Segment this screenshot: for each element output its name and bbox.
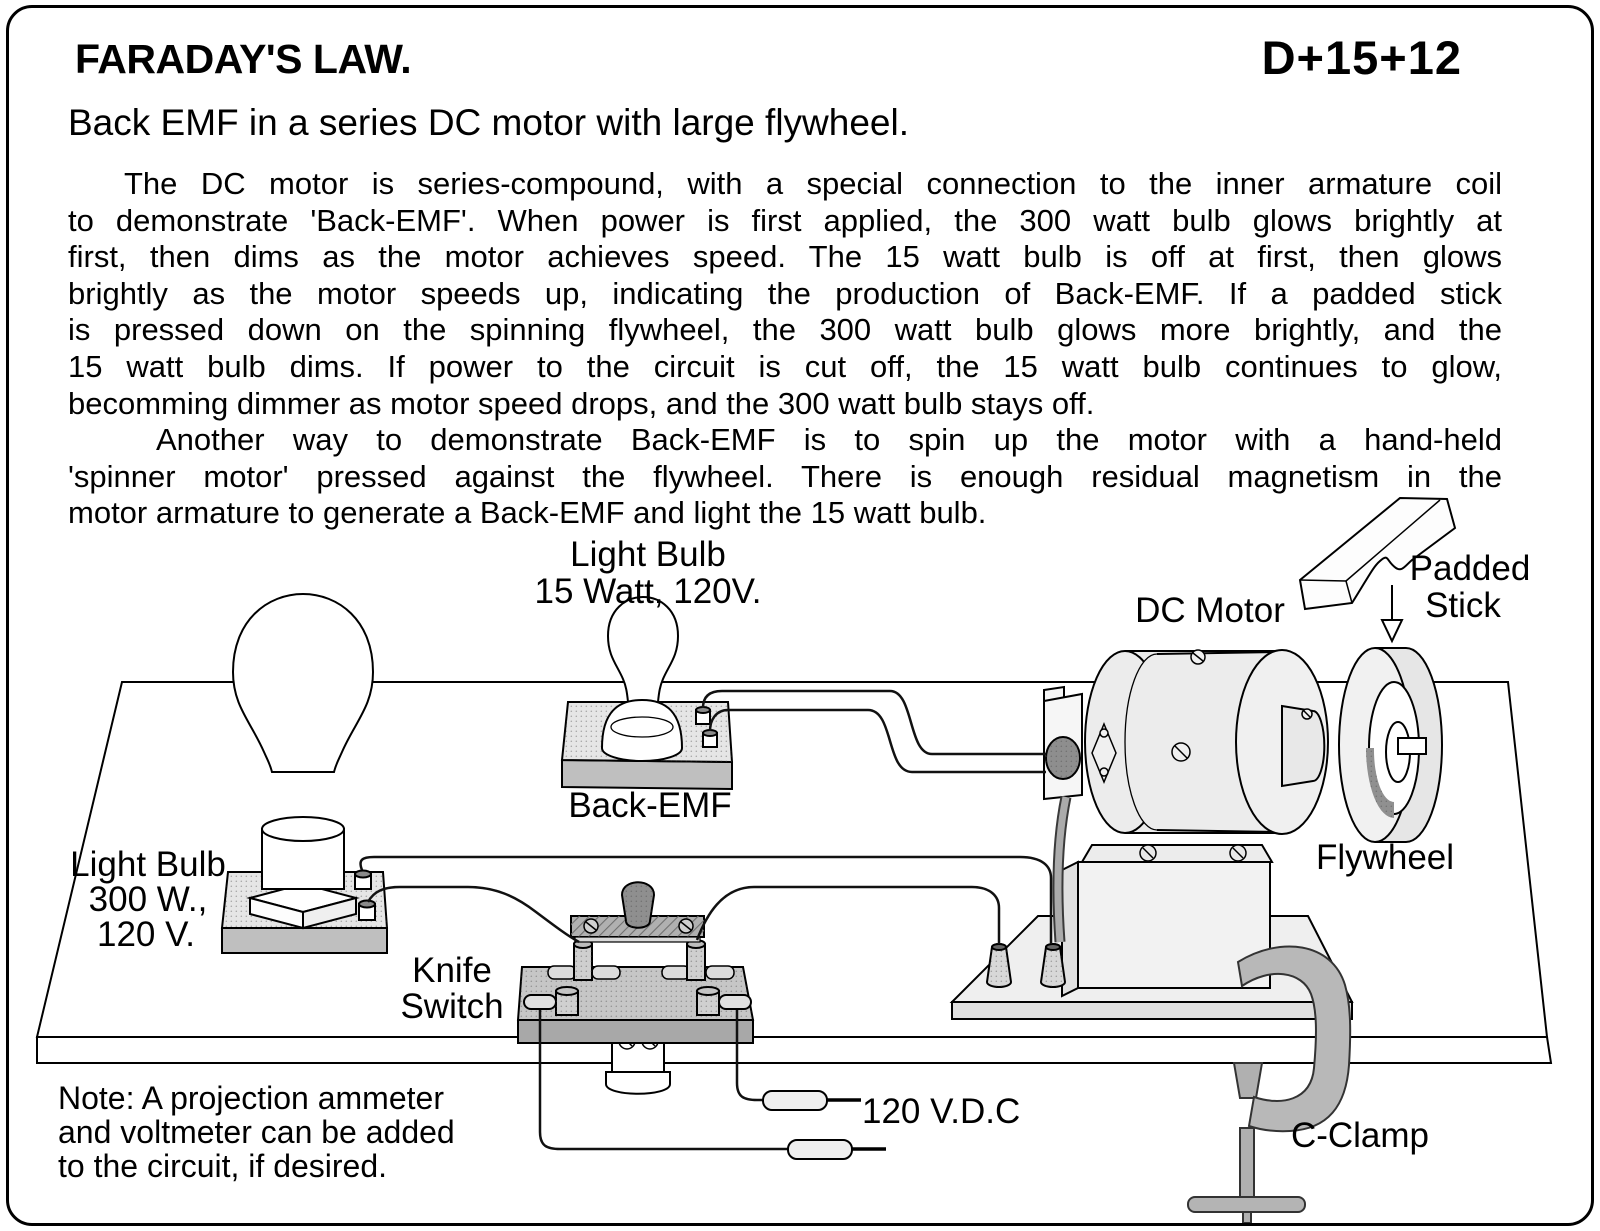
wire-switch-to-plug-right <box>735 1010 765 1102</box>
power-plugs <box>762 1090 886 1160</box>
block-top-plate <box>1080 844 1274 863</box>
description-paragraphs: The DC motor is series-compound, with a … <box>68 166 1502 532</box>
plate-front-edge <box>951 1001 1353 1020</box>
paragraph-line: The DC motor is series-compound, with a … <box>124 166 1502 201</box>
motor-connector-box <box>1043 685 1083 801</box>
label-bulb300-watts: 300 W., <box>89 880 208 919</box>
bulb300-globe <box>231 593 375 773</box>
wire-bulb15-to-motor-1 <box>701 689 1046 756</box>
knife-switch <box>516 881 755 1095</box>
wire-switch-to-plug-left <box>538 1010 788 1151</box>
flywheel <box>1338 647 1443 843</box>
label-flywheel: Flywheel <box>1316 838 1454 877</box>
paragraph-line: becomming dimmer as motor speed drops, a… <box>68 385 1095 421</box>
catalog-code: D+15+12 <box>1261 31 1462 84</box>
label-back-emf: Back-EMF <box>568 786 731 825</box>
bulb300-base-front <box>221 927 388 954</box>
banana-plug <box>787 1139 853 1160</box>
clamp-screw-pad <box>1232 1062 1264 1099</box>
bulb15-socket-dome <box>600 698 684 762</box>
bulb15-base-front <box>561 758 733 791</box>
clamp-handle <box>1187 1196 1306 1213</box>
motor-shaft-hub <box>1281 704 1326 788</box>
label-padded: Padded <box>1410 549 1531 588</box>
paragraph-line: is pressed down on the spinning flywheel… <box>68 312 1502 348</box>
paragraph-line: motor armature to generate a Back-EMF an… <box>68 495 987 531</box>
switch-handle-knob <box>620 881 656 929</box>
footnote: Note: A projection ammeter and voltmeter… <box>58 1080 455 1184</box>
wire-bulb300-to-post <box>359 855 1053 944</box>
light-bulb-15w <box>560 596 734 791</box>
bulb15-terminal-posts <box>695 706 718 748</box>
wire-switch-to-post <box>695 885 1001 944</box>
bulb15-globe <box>606 596 680 703</box>
label-bulb300: Light Bulb <box>70 845 226 884</box>
switch-hinge-posts <box>573 939 706 981</box>
wire-bulb300-to-switch <box>366 885 580 944</box>
circuit-wires <box>359 689 1053 1151</box>
flywheel-shaft <box>1397 737 1427 755</box>
banana-plug <box>762 1090 828 1111</box>
label-bulb15-rating: 15 Watt, 120V. <box>534 572 761 611</box>
paragraph-line: to demonstrate 'Back-EMF'. When power is… <box>68 202 1502 238</box>
label-stick: Stick <box>1425 586 1501 625</box>
paragraph-line: Another way to demonstrate Back-EMF is t… <box>156 422 1502 458</box>
footnote-line: Note: A projection ammeter <box>58 1080 444 1116</box>
label-dc-motor: DC Motor <box>1135 591 1285 630</box>
paragraph-line: first, then dims as the motor achieves s… <box>68 239 1502 275</box>
label-c-clamp: C-Clamp <box>1291 1116 1429 1155</box>
paragraph-line: 15 watt bulb dims. If power to the circu… <box>68 348 1502 384</box>
label-bulb300-volts: 120 V. <box>97 915 195 954</box>
footnote-line: to the circuit, if desired. <box>58 1147 388 1184</box>
clamp-screw-rod <box>1239 1127 1255 1201</box>
label-switch: Switch <box>400 987 503 1026</box>
light-bulb-300w <box>220 593 389 954</box>
mounting-bolts <box>1139 844 1247 862</box>
switch-base-front <box>517 1019 754 1044</box>
binding-posts <box>985 943 1067 988</box>
footnote-line: and voltmeter can be added <box>58 1113 455 1150</box>
paragraph-line: brightly as the motor speeds up, indicat… <box>68 275 1502 311</box>
wire-bulb15-to-motor-2 <box>708 708 1046 774</box>
clamp-body <box>1236 945 1352 1133</box>
switch-front-terminals <box>523 986 752 1016</box>
table-front-edge <box>36 1036 1553 1064</box>
label-knife: Knife <box>412 951 492 990</box>
page-subtitle: Back EMF in a series DC motor with large… <box>68 102 909 143</box>
motor-nameplate-diamond <box>1091 722 1117 784</box>
label-bulb15: Light Bulb <box>570 535 726 574</box>
arrow-head <box>1380 619 1404 644</box>
bulb300-terminal-posts <box>354 869 376 921</box>
press-arrow <box>1380 585 1404 644</box>
dc-motor <box>1043 649 1329 943</box>
page-title: FARADAY'S LAW. <box>75 36 412 82</box>
padded-stick <box>1298 496 1457 611</box>
paragraph-line: 'spinner motor' pressed against the flyw… <box>68 458 1502 494</box>
motor-screws <box>1171 649 1313 762</box>
label-supply-voltage: 120 V.D.C <box>862 1092 1020 1131</box>
